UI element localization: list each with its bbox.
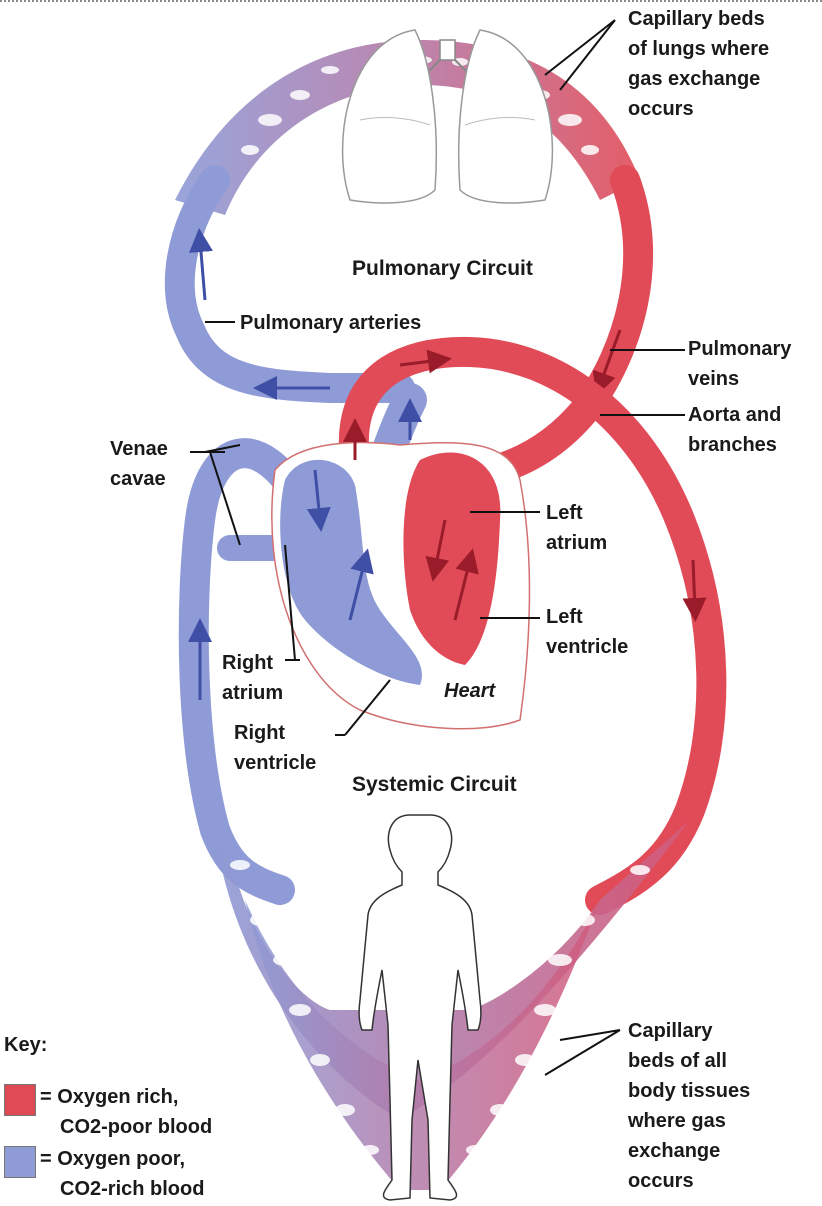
label-line: Left (546, 502, 583, 524)
label-line: exchange (628, 1140, 721, 1162)
label-line: = Oxygen rich, (40, 1086, 179, 1108)
label-line: veins (688, 368, 740, 390)
label-line: Right (222, 652, 274, 674)
label-line: Venae (110, 438, 168, 460)
label-line: atrium (546, 532, 608, 554)
label-line: body tissues (628, 1080, 751, 1102)
label-line: Pulmonary (688, 338, 792, 360)
label-capillary-beds-body: Capillary beds of all body tissues where… (628, 1016, 750, 1196)
lungs-illustration (341, 29, 554, 204)
label-line: Left (546, 606, 583, 628)
left-heart (403, 452, 501, 665)
pulmonary-artery-vessel (164, 165, 415, 403)
label-line: CO2-rich blood (60, 1178, 205, 1200)
label-pulmonary-arteries: Pulmonary arteries (240, 312, 422, 334)
label-line: of lungs where (628, 38, 770, 60)
systemic-circuit-title: Systemic Circuit (352, 773, 517, 796)
label-line: gas exchange (628, 68, 761, 90)
label-left-ventricle: Left ventricle (546, 602, 628, 662)
key-label-oxygen-poor: = Oxygen poor, CO2-rich blood (40, 1144, 204, 1204)
label-line: branches (688, 434, 777, 456)
label-line: Capillary (628, 1020, 713, 1042)
label-right-ventricle: Right ventricle (234, 718, 316, 778)
top-dotted-border (0, 0, 822, 2)
label-aorta-branches: Aorta and branches (688, 400, 781, 460)
key-swatch-oxygen-poor (4, 1146, 36, 1178)
label-line: ventricle (546, 636, 629, 658)
human-figure-silhouette (358, 814, 482, 1201)
label-line: Aorta and (688, 404, 782, 426)
body-capillary-bed (215, 820, 690, 1190)
label-line: beds of all (628, 1050, 727, 1072)
label-capillary-beds-lungs: Capillary beds of lungs where gas exchan… (628, 4, 769, 124)
key-title: Key: (4, 1034, 48, 1056)
label-pulmonary-veins: Pulmonary veins (688, 334, 791, 394)
label-line: atrium (222, 682, 284, 704)
pulmonary-circuit-title: Pulmonary Circuit (352, 257, 533, 280)
label-line: Capillary beds (628, 8, 765, 30)
key-swatch-oxygen-rich (4, 1084, 36, 1116)
label-line: = Oxygen poor, (40, 1148, 186, 1170)
label-right-atrium: Right atrium (222, 648, 283, 708)
label-line: occurs (628, 98, 694, 120)
label-heart: Heart (444, 680, 496, 702)
key-label-oxygen-rich: = Oxygen rich, CO2-poor blood (40, 1082, 212, 1142)
label-line: where gas (628, 1110, 726, 1132)
leader-lines (190, 19, 685, 1076)
label-venae-cavae: Venae cavae (110, 434, 168, 494)
label-line: ventricle (234, 752, 317, 774)
label-line: occurs (628, 1170, 694, 1192)
label-line: Right (234, 722, 286, 744)
label-left-atrium: Left atrium (546, 498, 607, 558)
label-line: cavae (110, 468, 166, 490)
aorta-vessel (338, 336, 727, 915)
label-line: CO2-poor blood (60, 1116, 213, 1138)
